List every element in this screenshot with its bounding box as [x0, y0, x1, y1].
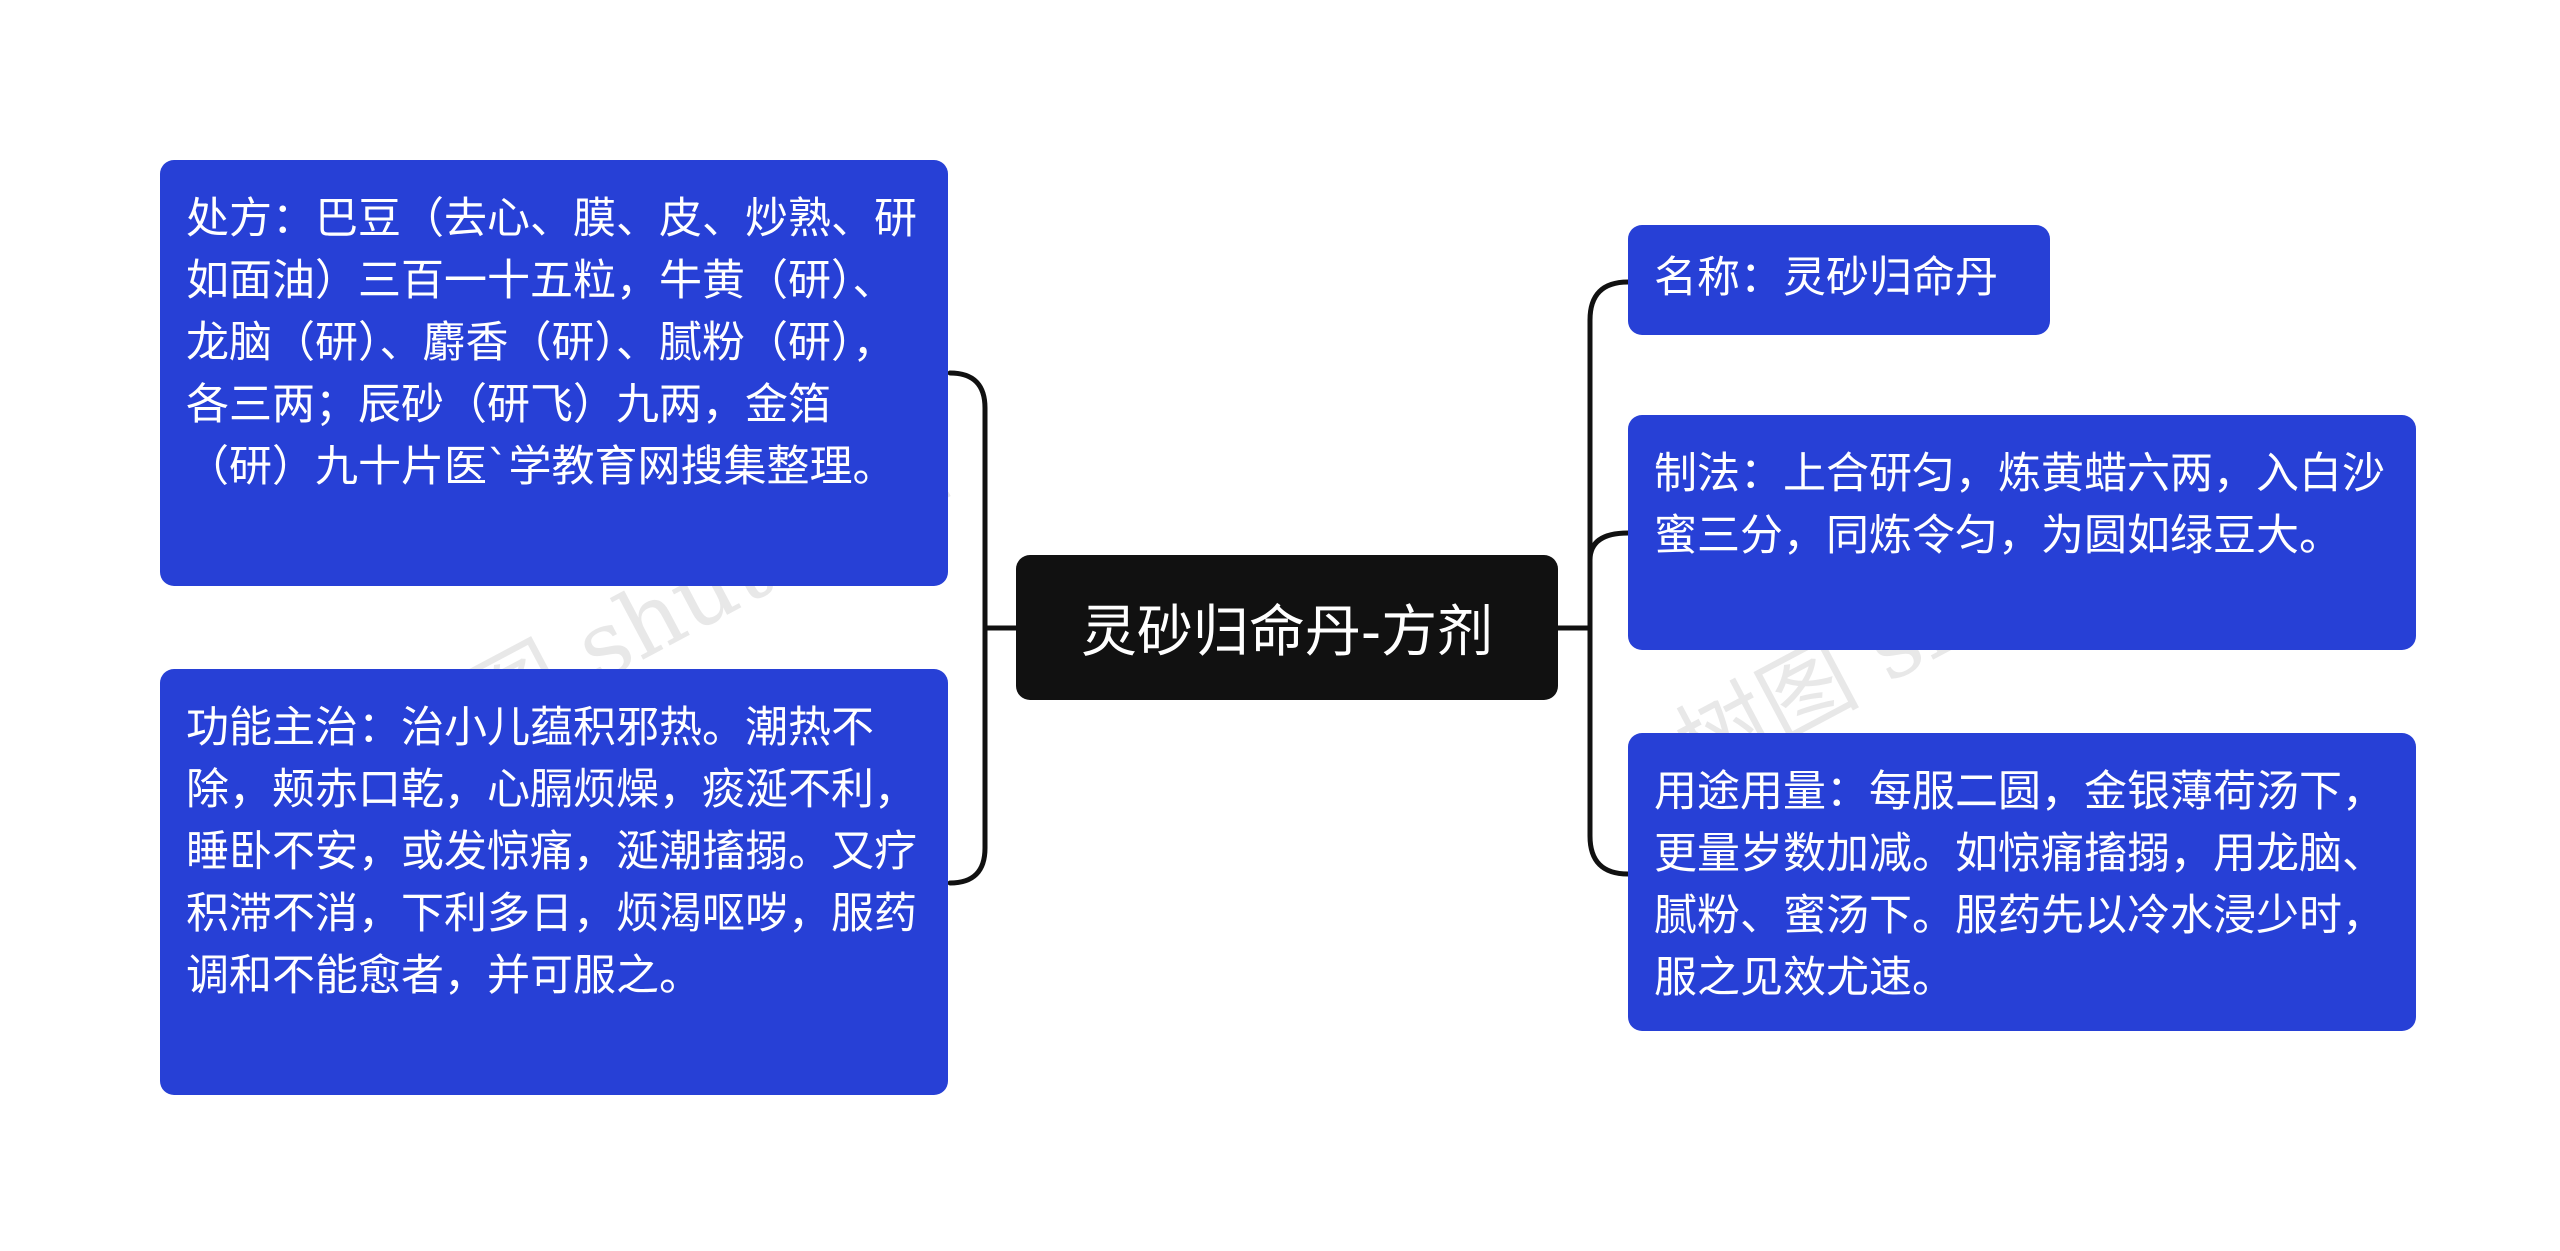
name-text: 名称：灵砂归命丹 [1654, 253, 1998, 303]
usage-node[interactable]: 用途用量：每服二圆，金银薄荷汤下，更量岁数加减。如惊痛搐搦，用龙脑、腻粉、蜜汤下… [1628, 733, 2416, 1031]
method-node[interactable]: 制法：上合研匀，炼黄蜡六两，入白沙蜜三分，同炼令匀，为圆如绿豆大。 [1628, 415, 2416, 650]
function-node[interactable]: 功能主治：治小儿蕴积邪热。潮热不除，颊赤口乾，心膈烦燥，痰涎不利，睡卧不安，或发… [160, 669, 948, 1095]
name-node[interactable]: 名称：灵砂归命丹 [1628, 225, 2050, 335]
central-topic-title: 灵砂归命丹-方剂 [1080, 600, 1494, 665]
prescription-text: 处方：巴豆（去心、膜、皮、炒熟、研如面油）三百一十五粒，牛黄（研）、龙脑（研）、… [186, 194, 917, 492]
connector-left-bracket [947, 370, 988, 886]
connector-right-to-method [1587, 530, 1631, 563]
usage-text: 用途用量：每服二圆，金银薄荷汤下，更量岁数加减。如惊痛搐搦，用龙脑、腻粉、蜜汤下… [1654, 767, 2385, 1003]
function-text: 功能主治：治小儿蕴积邪热。潮热不除，颊赤口乾，心膈烦燥，痰涎不利，睡卧不安，或发… [186, 703, 917, 1001]
prescription-node[interactable]: 处方：巴豆（去心、膜、皮、炒熟、研如面油）三百一十五粒，牛黄（研）、龙脑（研）、… [160, 160, 948, 586]
central-topic[interactable]: 灵砂归命丹-方剂 [1016, 555, 1558, 700]
connector-right-to-name [1587, 279, 1631, 877]
method-text: 制法：上合研匀，炼黄蜡六两，入白沙蜜三分，同炼令匀，为圆如绿豆大。 [1654, 449, 2385, 561]
